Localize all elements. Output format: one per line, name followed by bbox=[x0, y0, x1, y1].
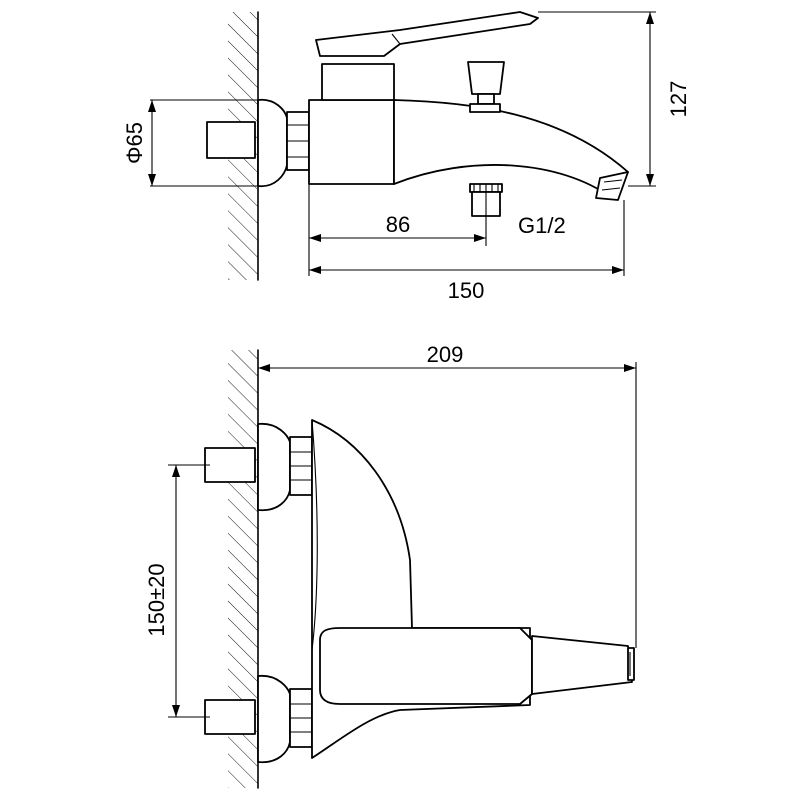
projection-label: 209 bbox=[427, 342, 464, 367]
cartridge-cap-top bbox=[321, 63, 395, 101]
lever-tip-side bbox=[627, 647, 635, 681]
dimension-body-length: 150 bbox=[308, 200, 625, 303]
dimension-height: 127 bbox=[538, 11, 691, 187]
spout-top bbox=[393, 99, 629, 199]
lever-arm-side bbox=[531, 635, 633, 695]
lower-hex-nut bbox=[289, 688, 313, 748]
lever-block-side bbox=[319, 627, 533, 705]
height-label: 127 bbox=[666, 81, 691, 118]
dimension-diameter: Φ65 bbox=[122, 99, 258, 187]
spout-tip-top bbox=[595, 171, 629, 201]
mixer-body-side bbox=[311, 419, 531, 759]
lever-handle-top bbox=[315, 11, 539, 57]
top-view: Φ65 127 86 G1/2 150 bbox=[122, 11, 691, 303]
dimension-projection: 209 bbox=[258, 342, 637, 648]
upper-inlet-pipe bbox=[204, 447, 256, 483]
diameter-label: Φ65 bbox=[122, 122, 147, 164]
hex-nut-top bbox=[286, 111, 310, 171]
lower-flange bbox=[257, 675, 291, 764]
mixer-body-top bbox=[308, 99, 395, 185]
inlet-spacing-label: 150±20 bbox=[144, 563, 169, 636]
body-length-label: 150 bbox=[448, 278, 485, 303]
wall-flange-top bbox=[257, 98, 288, 187]
shower-outlet-top bbox=[469, 183, 503, 217]
dimension-inlet-outlet: 86 G1/2 bbox=[308, 184, 566, 246]
lower-inlet-pipe bbox=[204, 699, 256, 735]
upper-flange bbox=[257, 423, 291, 512]
inlet-outlet-label: 86 bbox=[386, 212, 410, 237]
side-view: 209 150±20 bbox=[144, 342, 637, 789]
dimension-inlet-spacing: 150±20 bbox=[144, 464, 210, 718]
upper-hex-nut bbox=[289, 436, 313, 496]
diverter-knob-top bbox=[467, 61, 505, 113]
inlet-pipe-top bbox=[206, 121, 256, 159]
thread-label: G1/2 bbox=[518, 213, 566, 238]
